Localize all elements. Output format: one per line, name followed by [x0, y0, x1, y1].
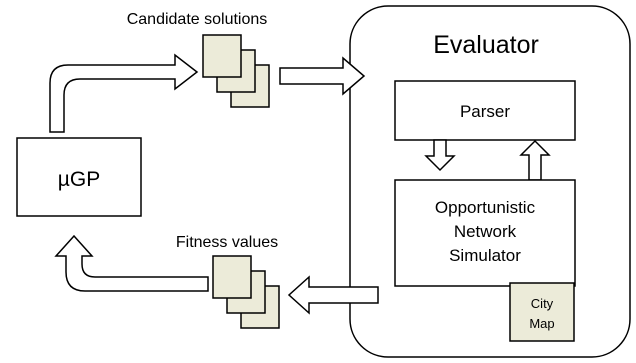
- fitness-values-label: Fitness values: [176, 234, 278, 251]
- candidate-solutions-label: Candidate solutions: [127, 11, 268, 28]
- simulator-label-line2: Network: [454, 222, 517, 241]
- simulator-label-line1: Opportunistic: [435, 198, 536, 217]
- ugp-box: [16, 137, 142, 217]
- fitness-documents-icon: [212, 255, 280, 329]
- city-map-label-line2: Map: [529, 316, 554, 331]
- parser-to-simulator-arrow: [424, 139, 456, 172]
- simulator-label-line3: Simulator: [449, 246, 521, 265]
- parser-label: Parser: [460, 102, 510, 121]
- evaluator-title: Evaluator: [433, 31, 539, 59]
- evaluator-to-fitness-arrow: [287, 275, 379, 315]
- parser-box: [394, 80, 576, 141]
- city-map-label-line1: City: [531, 296, 554, 311]
- ugp-to-candidates-arrow: [49, 53, 199, 133]
- simulator-to-parser-arrow: [519, 139, 551, 181]
- fitness-to-ugp-arrow: [54, 234, 209, 292]
- ugp-label: µGP: [58, 168, 100, 191]
- city-map-box: [509, 282, 575, 342]
- candidate-documents-icon: [202, 34, 270, 108]
- candidates-to-evaluator-arrow: [279, 56, 366, 96]
- simulator-box: [394, 179, 576, 287]
